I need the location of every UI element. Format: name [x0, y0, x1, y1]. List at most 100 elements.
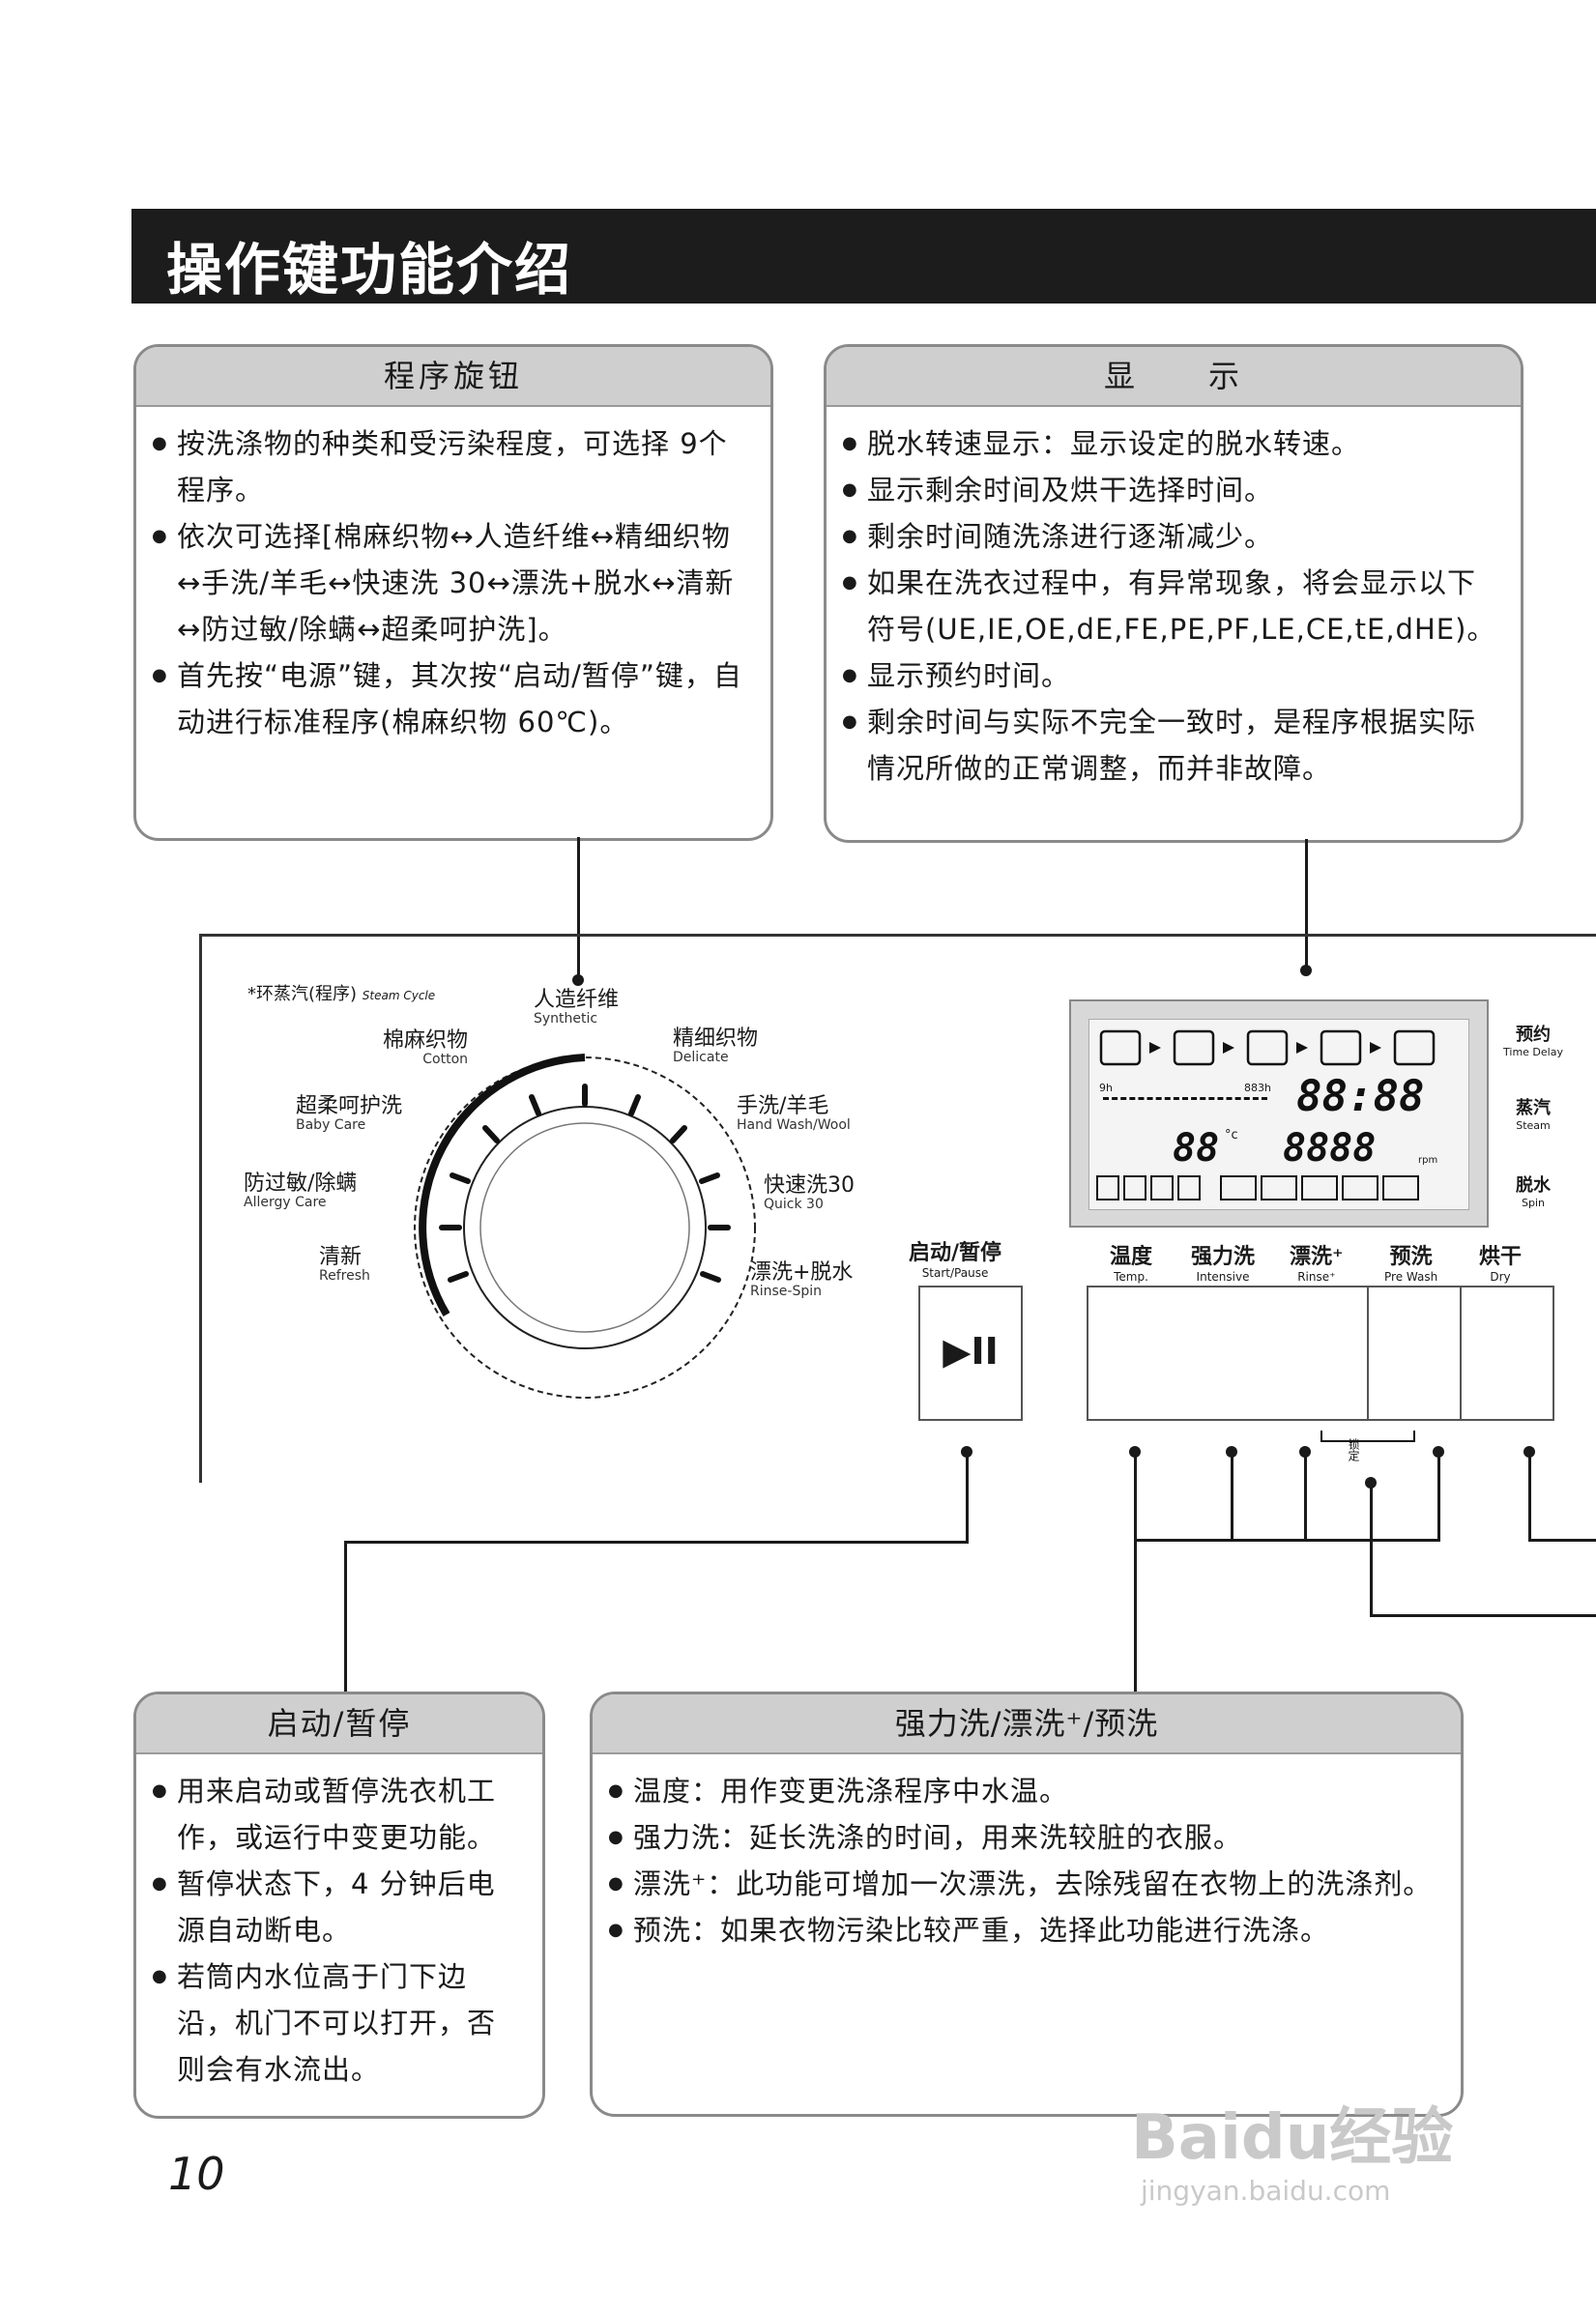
- list-item: 暂停状态下，4 分钟后电源自动断电。: [148, 1861, 523, 1953]
- cycle-stage-icons: [1099, 1029, 1436, 1066]
- connector-line: [344, 1541, 347, 1693]
- program-label-allergy-care[interactable]: 防过敏/除螨 Allergy Care: [244, 1171, 358, 1211]
- title-bar: 操作键功能介绍: [131, 209, 1596, 304]
- list-item: 依次可选择[棉麻织物↔人造纤维↔精细织物↔手洗/羊毛↔快速洗 30↔漂洗+脱水↔…: [148, 513, 751, 652]
- steam-cycle-en: Steam Cycle: [362, 989, 436, 1002]
- program-zh: 防过敏/除螨: [244, 1171, 358, 1196]
- list-item: 温度：用作变更洗涤程序中水温。: [604, 1768, 1441, 1814]
- program-en: Hand Wash/Wool: [737, 1117, 851, 1133]
- program-label-delicate[interactable]: 精细织物 Delicate: [673, 1028, 758, 1066]
- list-item: 若筒内水位高于门下边沿，机门不可以打开，否则会有水流出。: [148, 1953, 523, 2093]
- list-item: 漂洗⁺：此功能可增加一次漂洗，去除残留在衣物上的洗涤剂。: [604, 1861, 1441, 1907]
- program-en: Synthetic: [534, 1011, 598, 1027]
- program-en: Rinse-Spin: [750, 1284, 822, 1299]
- temp-intensive-rinse-button[interactable]: [1088, 1287, 1367, 1419]
- lcd-screen: 9h 883h 88:88 88 °c 8888 rpm: [1088, 1019, 1469, 1210]
- dry-button[interactable]: [1460, 1287, 1554, 1419]
- spin-button[interactable]: 脱水 Spin: [1496, 1171, 1570, 1209]
- list-item: 强力洗：延长洗涤的时间，用来洗较脏的衣服。: [604, 1814, 1441, 1861]
- list-item: 如果在洗衣过程中，有异常现象，将会显示以下符号(UE,IE,OE,dE,FE,P…: [838, 560, 1501, 652]
- connector-line: [1528, 1539, 1596, 1542]
- program-label-cotton[interactable]: 棉麻织物 Cotton: [383, 1028, 469, 1068]
- connector-line: [344, 1541, 969, 1544]
- button-en: Dry: [1490, 1270, 1511, 1284]
- list-item: 剩余时间与实际不完全一致时，是程序根据实际情况所做的正常调整，而并非故障。: [838, 699, 1501, 792]
- button-en: Start/Pause: [921, 1266, 989, 1280]
- start-pause-label: 启动/暂停 Start/Pause: [909, 1235, 1001, 1280]
- rinse-plus-label: 漂洗⁺ Rinse⁺: [1290, 1239, 1344, 1284]
- side-button-zh: 预约: [1516, 1025, 1551, 1045]
- page-number: 10: [168, 2148, 225, 2200]
- program-label-synthetic[interactable]: 人造纤维 Synthetic: [534, 990, 619, 1027]
- program-zh: 人造纤维: [534, 988, 620, 1012]
- progress-bar-right: 883h: [1244, 1082, 1271, 1094]
- list-item: 按洗涤物的种类和受污染程度，可选择 9个程序。: [148, 420, 751, 513]
- program-en: Refresh: [319, 1268, 370, 1284]
- program-zh: 快速洗30: [764, 1173, 855, 1198]
- button-zh: 强力洗: [1191, 1245, 1256, 1269]
- options-heading: 强力洗/漂洗⁺/预洗: [593, 1694, 1461, 1754]
- temperature-readout: 88: [1173, 1126, 1220, 1171]
- program-knob-box: 程序旋钮 按洗涤物的种类和受污染程度，可选择 9个程序。 依次可选择[棉麻织物↔…: [133, 344, 773, 841]
- display-heading: 显 示: [827, 347, 1521, 407]
- program-zh: 漂洗+脱水: [750, 1260, 854, 1285]
- button-zh: 烘干: [1479, 1245, 1523, 1269]
- program-label-hand-wash[interactable]: 手洗/羊毛 Hand Wash/Wool: [737, 1096, 851, 1134]
- start-pause-list: 用来启动或暂停洗衣机工作，或运行中变更功能。 暂停状态下，4 分钟后电源自动断电…: [136, 1754, 542, 2093]
- intensive-label: 强力洗 Intensive: [1191, 1239, 1255, 1284]
- watermark: Baidu经验: [1131, 2102, 1454, 2174]
- list-item: 剩余时间随洗涤进行逐渐减少。: [838, 513, 1501, 560]
- program-label-baby-care[interactable]: 超柔呵护洗 Baby Care: [296, 1096, 402, 1134]
- button-en: Temp.: [1114, 1270, 1148, 1284]
- page-title: 操作键功能介绍: [166, 237, 573, 303]
- connector-line: [1134, 1452, 1137, 1692]
- program-label-quick30[interactable]: 快速洗30 Quick 30: [764, 1173, 855, 1213]
- button-en: Intensive: [1196, 1270, 1250, 1284]
- option-buttons-panel: [1087, 1286, 1554, 1421]
- panel-frame: [199, 934, 1596, 937]
- connector-line: [577, 837, 580, 982]
- lcd-display: 9h 883h 88:88 88 °c 8888 rpm: [1069, 999, 1489, 1228]
- program-knob-list: 按洗涤物的种类和受污染程度，可选择 9个程序。 依次可选择[棉麻织物↔人造纤维↔…: [136, 407, 770, 745]
- program-en: Baby Care: [296, 1117, 366, 1133]
- connector-line: [1370, 1483, 1373, 1616]
- options-list: 温度：用作变更洗涤程序中水温。 强力洗：延长洗涤的时间，用来洗较脏的衣服。 漂洗…: [593, 1754, 1461, 1953]
- display-box: 显 示 脱水转速显示：显示设定的脱水转速。 显示剩余时间及烘干选择时间。 剩余时…: [824, 344, 1523, 843]
- connector-line: [1231, 1452, 1233, 1541]
- side-button-en: Steam: [1516, 1119, 1551, 1132]
- program-en: Quick 30: [764, 1197, 824, 1212]
- list-item: 显示剩余时间及烘干选择时间。: [838, 467, 1501, 513]
- steam-cycle-zh: *环蒸汽(程序): [247, 984, 358, 1004]
- button-en: Pre Wash: [1384, 1270, 1438, 1284]
- temp-label: 温度 Temp.: [1110, 1239, 1152, 1284]
- connector-dot: [1300, 965, 1312, 976]
- program-label-refresh[interactable]: 清新 Refresh: [319, 1245, 370, 1285]
- program-knob-heading: 程序旋钮: [136, 347, 770, 407]
- program-label-rinse-spin[interactable]: 漂洗+脱水 Rinse-Spin: [750, 1260, 854, 1300]
- start-pause-button[interactable]: ▶II: [918, 1286, 1023, 1421]
- start-pause-box: 启动/暂停 用来启动或暂停洗衣机工作，或运行中变更功能。 暂停状态下，4 分钟后…: [133, 1692, 545, 2119]
- prewash-label: 预洗 Pre Wash: [1384, 1239, 1437, 1284]
- side-button-en: Spin: [1522, 1197, 1545, 1209]
- connector-line: [1437, 1452, 1440, 1541]
- list-item: 预洗：如果衣物污染比较严重，选择此功能进行洗涤。: [604, 1907, 1441, 1953]
- program-zh: 棉麻织物: [383, 1028, 469, 1053]
- lock-label: 锁定: [1347, 1438, 1360, 1461]
- connector-line: [966, 1452, 969, 1543]
- connector-line: [1134, 1539, 1440, 1542]
- program-dial[interactable]: [387, 1005, 793, 1411]
- start-pause-heading: 启动/暂停: [136, 1694, 542, 1754]
- temperature-unit: °c: [1225, 1128, 1238, 1143]
- side-button-zh: 脱水: [1516, 1175, 1551, 1196]
- steam-button[interactable]: 蒸汽 Steam: [1496, 1094, 1570, 1132]
- button-zh: 温度: [1110, 1245, 1153, 1269]
- program-zh: 清新: [319, 1245, 363, 1269]
- watermark-url: jingyan.baidu.com: [1141, 2175, 1391, 2207]
- connector-dot: [572, 974, 584, 986]
- play-pause-icon: ▶II: [943, 1330, 999, 1373]
- prewash-button[interactable]: [1367, 1287, 1462, 1419]
- time-readout: 88:88: [1296, 1072, 1425, 1121]
- button-zh: 启动/暂停: [909, 1241, 1002, 1265]
- connector-line: [1370, 1614, 1596, 1617]
- time-delay-button[interactable]: 预约 Time Delay: [1496, 1021, 1570, 1058]
